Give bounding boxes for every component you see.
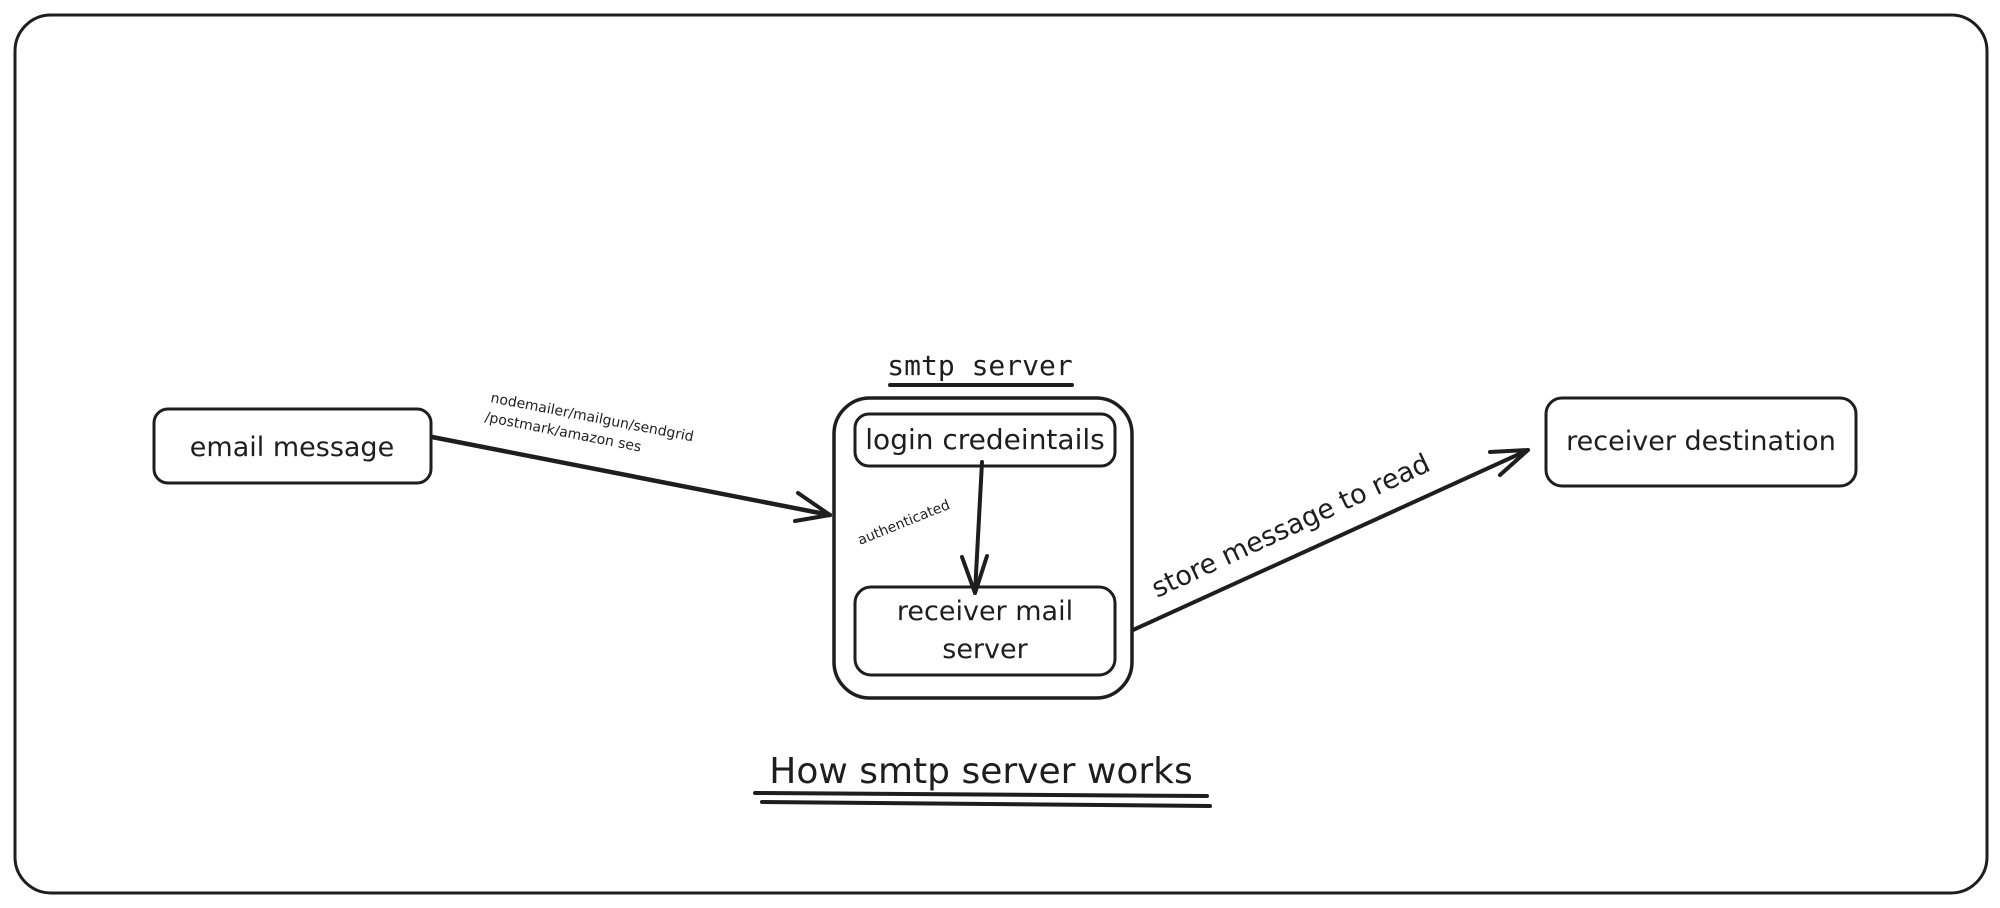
receiver-mail-server-label-line1: receiver mail	[897, 596, 1073, 627]
receiver-mail-server-label-line2: server	[942, 634, 1028, 665]
send-arrowhead-icon	[793, 491, 832, 523]
receiver-mail-server-box[interactable]	[853, 585, 1117, 677]
send-arrow	[429, 434, 833, 518]
title-underline-2	[760, 800, 1212, 808]
auth-arrow	[973, 460, 984, 595]
smtp-server-title: smtp server	[887, 349, 1072, 382]
auth-label: authenticated	[856, 497, 953, 549]
outer-frame	[13, 13, 1989, 895]
node-login-credentials[interactable]: login credeintails	[853, 412, 1117, 468]
login-credentials-box[interactable]	[853, 412, 1117, 468]
email-message-box[interactable]	[152, 407, 433, 485]
store-label: store message to read	[1147, 448, 1435, 604]
node-receiver-mail-server[interactable]: receiver mail server	[853, 585, 1117, 677]
receiver-destination-label: receiver destination	[1566, 426, 1836, 457]
edge-auth: authenticated	[856, 460, 989, 595]
auth-arrowhead-icon	[960, 554, 989, 595]
node-smtp-server[interactable]: smtp server	[832, 349, 1134, 700]
diagram-title: How smtp server works	[753, 751, 1212, 808]
email-message-label: email message	[190, 432, 394, 463]
login-credentials-label: login credeintails	[865, 423, 1104, 456]
node-email-message[interactable]: email message	[152, 407, 433, 485]
edge-send: nodemailer/mailgun/sendgrid /postmark/am…	[429, 390, 833, 523]
store-arrow	[1131, 448, 1530, 632]
smtp-server-box[interactable]	[832, 396, 1134, 700]
edge-store: store message to read	[1131, 448, 1530, 632]
receiver-destination-box[interactable]	[1544, 396, 1858, 488]
diagram-title-text: How smtp server works	[769, 751, 1193, 792]
title-underline-1	[753, 791, 1209, 798]
store-arrowhead-icon	[1488, 448, 1530, 477]
node-receiver-destination[interactable]: receiver destination	[1544, 396, 1858, 488]
